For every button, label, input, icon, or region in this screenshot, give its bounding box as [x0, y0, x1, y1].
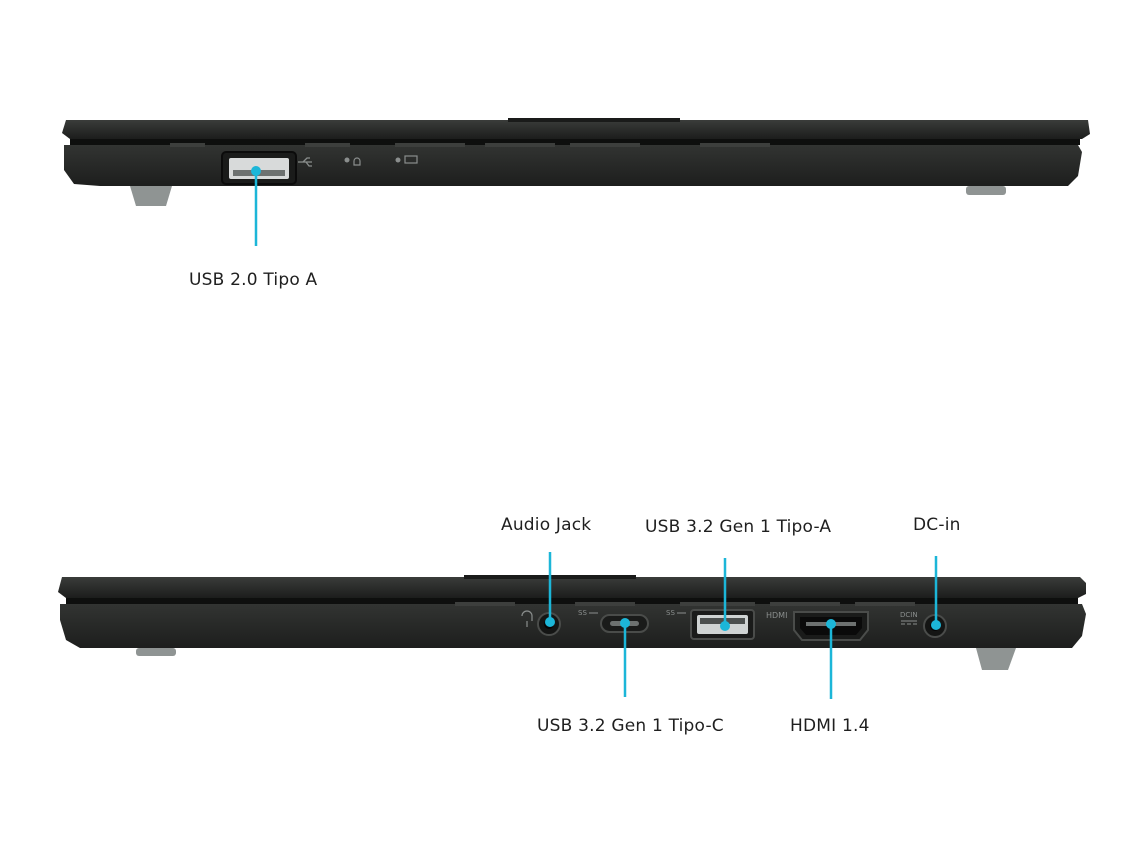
dc-in-icon: DCIN	[900, 611, 918, 619]
key-edges	[170, 143, 770, 147]
hdmi-text-icon: HDMI	[766, 611, 787, 620]
label-audio-jack: Audio Jack	[501, 515, 592, 535]
label-hdmi: HDMI 1.4	[790, 716, 870, 736]
front-foot	[966, 186, 1006, 195]
usb-icon	[298, 157, 312, 167]
callout-dot-usbc	[620, 618, 630, 628]
right-side-view: SS SS HDMI DCIN	[58, 552, 1086, 699]
label-usb2-type-a: USB 2.0 Tipo A	[189, 270, 318, 290]
battery-led-icon	[395, 157, 401, 163]
hinge-gap	[70, 139, 1080, 145]
usb-ss-icon: SS	[666, 609, 686, 617]
hinge-gap	[66, 598, 1078, 604]
lid	[58, 577, 1086, 598]
rear-foot	[130, 186, 172, 206]
lid	[62, 120, 1090, 139]
lid-top-edge	[508, 118, 680, 122]
callout-dot-usba3	[720, 621, 730, 631]
label-dc-in: DC-in	[913, 515, 961, 535]
callout-dot-dcin	[931, 620, 941, 630]
callout-dot-usb2	[251, 166, 261, 176]
rear-foot	[976, 648, 1016, 670]
usb-ss-icon: SS	[578, 609, 598, 617]
left-side-view	[62, 118, 1090, 246]
callout-dot-audio	[545, 617, 555, 627]
label-usb32-type-c: USB 3.2 Gen 1 Tipo-C	[537, 716, 724, 736]
callout-dot-hdmi	[826, 619, 836, 629]
key-edges	[455, 602, 915, 606]
svg-text:SS: SS	[666, 609, 675, 617]
front-foot	[136, 648, 176, 656]
label-usb32-type-a: USB 3.2 Gen 1 Tipo-A	[645, 517, 832, 537]
svg-text:SS: SS	[578, 609, 587, 617]
power-led-icon	[344, 157, 350, 163]
headset-icon	[521, 610, 533, 627]
base	[64, 145, 1082, 186]
